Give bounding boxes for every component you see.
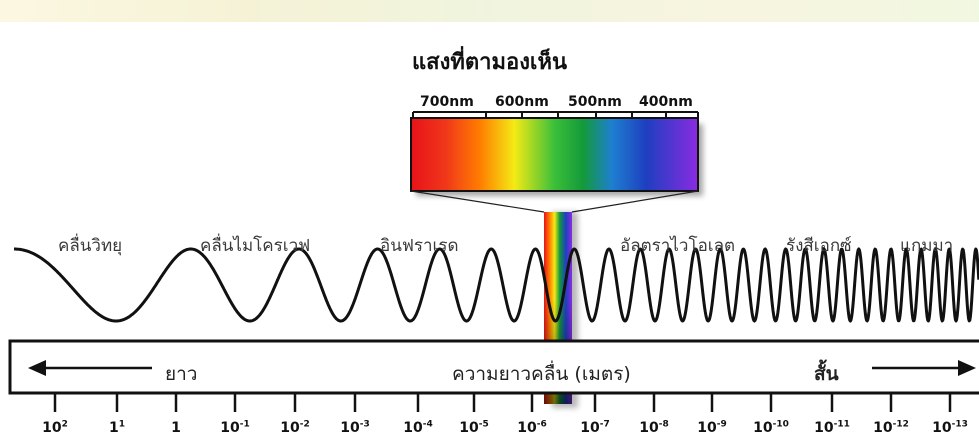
band-microwave: คลื่นไมโครเวฟ — [200, 236, 311, 256]
visible-spectrum-box — [410, 117, 699, 192]
short-label: สั้น — [814, 363, 839, 385]
wavelength-axis-label: ความยาวคลื่น (เมตร) — [452, 363, 631, 385]
band-xray: รังสีเอกซ์ — [786, 236, 852, 256]
long-arrow-head — [28, 360, 46, 376]
wavelength-tick-label: 10-13 — [932, 419, 968, 436]
long-label: ยาว — [165, 363, 198, 385]
wavelength-tick-label: 10-10 — [753, 419, 789, 436]
wavelength-tick-label: 10-5 — [459, 419, 489, 436]
visible-light-title: แสงที่ตามองเห็น — [411, 50, 567, 75]
wavelength-tick-label: 1 — [171, 420, 181, 436]
wavelength-tick-label: 11 — [108, 419, 125, 436]
nm-label-500: 500nm — [568, 94, 622, 110]
short-arrow-head — [958, 360, 976, 376]
watermark-band — [0, 0, 979, 22]
wavelength-tick-label: 10-6 — [517, 419, 547, 436]
wavelength-tick-label: 10-8 — [639, 419, 669, 436]
wavelength-tick-label: 10-2 — [280, 419, 310, 436]
nm-label-700: 700nm — [420, 94, 474, 110]
em-wave — [13, 247, 979, 323]
wavelength-tick-label: 10-3 — [340, 419, 370, 436]
wavelength-tick-label: 10-7 — [580, 419, 610, 436]
funnel-left-line — [410, 190, 545, 213]
wavelength-tick-label: 10-9 — [697, 419, 727, 436]
nm-label-400: 400nm — [639, 94, 693, 110]
funnel-right-line — [571, 190, 699, 213]
scale-bar-box — [8, 339, 979, 395]
wavelength-tick-label: 102 — [42, 419, 68, 436]
wavelength-tick-label: 10-4 — [403, 419, 433, 436]
wavelength-tick-label: 10-1 — [220, 419, 250, 436]
band-infrared: อินฟราเรด — [380, 236, 459, 256]
nm-label-600: 600nm — [495, 94, 549, 110]
wavelength-tick-label: 10-11 — [814, 419, 850, 436]
band-ultraviolet: อัลตราไวโอเลต — [620, 236, 736, 256]
band-gamma: แกมมา — [900, 236, 954, 256]
band-radio: คลื่นวิทยุ — [58, 236, 123, 256]
wavelength-axis-ticks — [53, 393, 952, 412]
wavelength-tick-label: 10-12 — [873, 419, 909, 436]
